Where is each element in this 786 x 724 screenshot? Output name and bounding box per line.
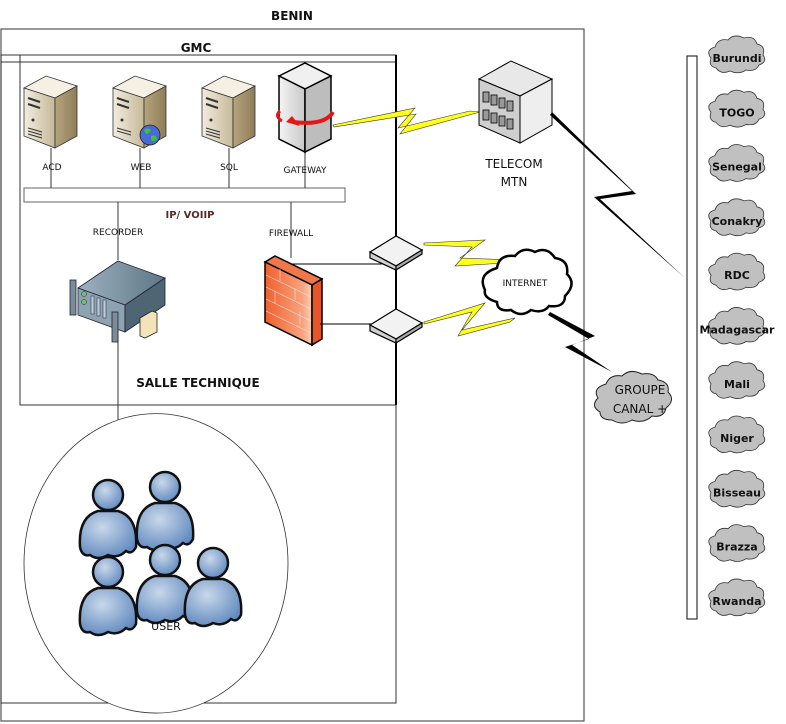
user-icon xyxy=(78,555,138,637)
wan-link-icon xyxy=(548,312,612,372)
internet-cloud[interactable] xyxy=(481,248,573,316)
country-label: Burundi xyxy=(713,52,762,65)
user-icon xyxy=(78,478,138,560)
country-label: TOGO xyxy=(719,106,754,119)
telecom-label-line1: TELECOM xyxy=(484,157,542,171)
zone-title-gmc: GMC xyxy=(181,41,212,55)
country-label: Brazza xyxy=(716,541,757,554)
country-label: Rwanda xyxy=(712,595,761,608)
country-label: Mali xyxy=(724,378,750,391)
users-label: USER xyxy=(151,620,181,633)
country-label: Bisseau xyxy=(713,486,761,499)
country-label: Niger xyxy=(720,432,754,445)
recorder-label: RECORDER xyxy=(93,228,143,238)
modem-device[interactable] xyxy=(368,235,424,272)
wireless-link-icon xyxy=(332,107,481,135)
country-cloud-senegal[interactable]: Senegal xyxy=(708,144,766,182)
network-label: IP/ VOIIP xyxy=(165,210,214,221)
server-web[interactable] xyxy=(111,75,168,149)
country-cloud-rdc[interactable]: RDC xyxy=(708,252,766,291)
zone-title-salle-technique: SALLE TECHNIQUE xyxy=(136,376,259,390)
groupe-canal-cloud[interactable] xyxy=(594,370,672,424)
user-icon xyxy=(135,470,195,552)
zone-title-benin: BENIN xyxy=(271,9,313,23)
globe-icon xyxy=(139,124,161,146)
internet-label: INTERNET xyxy=(503,279,548,289)
country-label: Madagascar xyxy=(700,324,775,337)
users-group[interactable] xyxy=(78,470,243,637)
server-sql[interactable] xyxy=(200,75,257,149)
network-bus xyxy=(23,187,346,203)
rotate-arrow-icon xyxy=(275,109,335,126)
country-cloud-bisseau[interactable]: Bisseau xyxy=(708,469,766,508)
modem-device[interactable] xyxy=(368,308,424,345)
wireless-link-icon xyxy=(423,302,516,337)
user-icon xyxy=(135,543,195,625)
telecom-label-line2: MTN xyxy=(501,175,528,189)
server-label: ACD xyxy=(42,163,61,173)
country-cloud-brazza[interactable]: Brazza xyxy=(708,524,766,562)
server-acd[interactable] xyxy=(22,75,79,149)
country-cloud-rwanda[interactable]: Rwanda xyxy=(708,578,766,617)
telecom-building[interactable] xyxy=(477,60,554,144)
country-cloud-mali[interactable]: Mali xyxy=(708,361,766,399)
gateway-device[interactable] xyxy=(275,62,335,154)
country-cloud-conakry[interactable]: Conakry xyxy=(708,198,766,237)
server-label: SQL xyxy=(220,163,238,173)
country-cloud-madagascar[interactable]: Madagascar xyxy=(700,307,775,345)
groupe-label-line1: GROUPE xyxy=(615,383,666,397)
country-cloud-burundi[interactable]: Burundi xyxy=(708,35,766,74)
country-label: Conakry xyxy=(712,215,763,228)
groupe-label-line2: CANAL + xyxy=(613,402,667,416)
server-label: WEB xyxy=(131,163,152,173)
country-label: Senegal xyxy=(712,161,762,174)
user-icon xyxy=(183,546,243,628)
firewall-label: FIREWALL xyxy=(269,229,313,239)
backbone-bar xyxy=(686,55,698,620)
server-label: GATEWAY xyxy=(284,166,327,176)
recorder-device[interactable] xyxy=(69,260,166,343)
country-label: RDC xyxy=(724,269,750,282)
firewall-device[interactable] xyxy=(263,255,324,347)
wan-link-icon xyxy=(550,112,686,279)
country-cloud-niger[interactable]: Niger xyxy=(708,415,766,454)
country-cloud-togo[interactable]: TOGO xyxy=(708,89,766,128)
